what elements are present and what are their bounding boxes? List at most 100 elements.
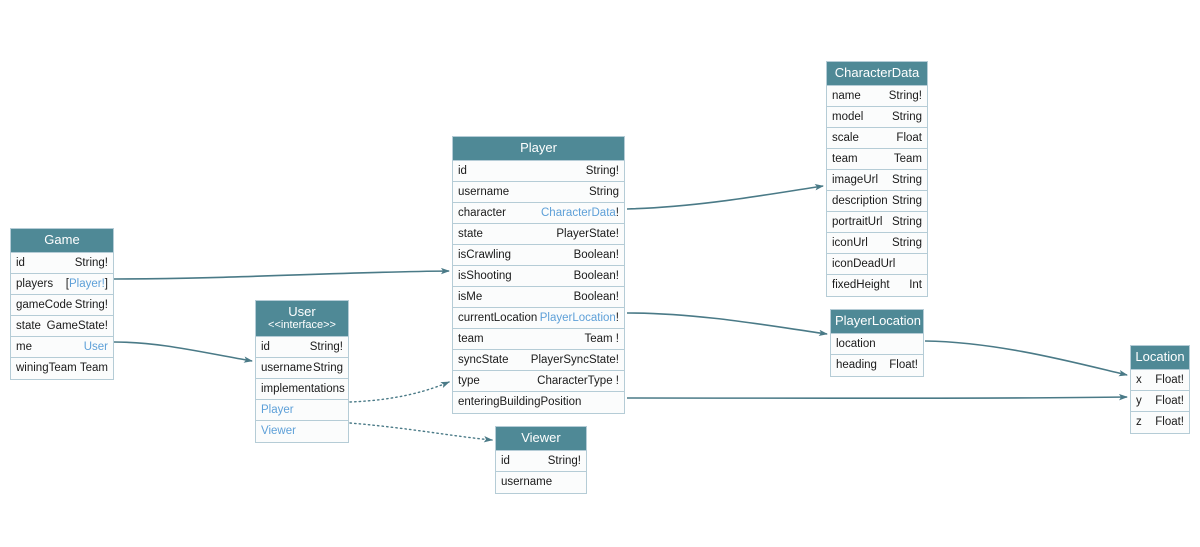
type-bracket-close: ]	[104, 278, 108, 290]
field-row[interactable]: me User	[11, 337, 113, 358]
field-type-link[interactable]: User	[83, 341, 108, 353]
field-type: Int	[909, 279, 922, 291]
field-type: String	[891, 237, 922, 249]
edge-player-enteringbuildingposition-to-location	[626, 393, 1128, 401]
field-type[interactable]: CharacterData!	[541, 203, 619, 223]
field-row[interactable]: iconDeadUrlString	[827, 254, 927, 275]
entity-header-playerlocation: PlayerLocation	[831, 310, 923, 334]
field-row[interactable]: players[Player!]	[11, 274, 113, 295]
field-name: isShooting	[458, 270, 512, 282]
field-row[interactable]: enteringBuildingPositionLocation	[453, 392, 624, 413]
field-row[interactable]: scale Float	[827, 128, 927, 149]
field-row[interactable]: locationLocation!	[831, 334, 923, 355]
entity-playerlocation[interactable]: PlayerLocation locationLocation!headingFl…	[830, 309, 924, 377]
field-type: Team	[893, 153, 922, 165]
field-name: description	[832, 195, 888, 207]
field-row[interactable]: implementations	[256, 379, 348, 400]
entity-name: Viewer	[521, 430, 561, 445]
field-name: syncState	[458, 354, 509, 366]
entity-name: CharacterData	[834, 65, 920, 80]
field-type: String!	[888, 90, 922, 102]
field-name: z	[1136, 416, 1142, 428]
edge-game-players-to-player	[113, 267, 450, 280]
edge-playerlocation-location-to-location	[924, 340, 1128, 377]
field-name: portraitUrl	[832, 216, 883, 228]
field-type: String!	[74, 299, 108, 311]
field-name: id	[16, 257, 25, 269]
field-type[interactable]: PlayerLocation!	[540, 308, 619, 328]
field-type: String!	[74, 257, 108, 269]
field-row[interactable]: id String!	[11, 253, 113, 274]
field-name: imageUrl	[832, 174, 879, 186]
field-name: heading	[836, 359, 877, 371]
field-type: String!	[309, 341, 343, 353]
type-nonnull-marker: !	[615, 312, 619, 324]
field-name: type	[458, 375, 480, 387]
field-type: String!	[585, 165, 619, 177]
field-type: Team !	[584, 333, 619, 345]
type-bracket-open: [	[65, 278, 69, 290]
field-type[interactable]: User	[84, 337, 108, 357]
field-name: y	[1136, 395, 1142, 407]
implementation-row[interactable]: Player	[256, 400, 348, 421]
field-type[interactable]: [Player!]	[66, 274, 108, 294]
entity-name: PlayerLocation	[835, 313, 921, 328]
entity-name: Player	[520, 140, 557, 155]
field-type-link[interactable]: PlayerLocation	[539, 312, 616, 324]
field-type[interactable]: Location	[576, 412, 619, 413]
field-name: scale	[832, 132, 859, 144]
field-type: Boolean!	[573, 249, 619, 261]
field-type: String	[551, 492, 581, 493]
field-type: String	[891, 111, 922, 123]
implementation-row[interactable]: Viewer	[256, 421, 348, 442]
field-name: me	[16, 341, 32, 353]
field-name: currentLocation	[458, 312, 538, 324]
field-type-link[interactable]: CharacterData	[541, 207, 616, 219]
field-type: String!	[547, 455, 581, 467]
field-row[interactable]: id String!	[496, 451, 586, 472]
field-name: isMe	[458, 291, 483, 303]
field-name: id	[501, 455, 510, 467]
entity-header-viewer: Viewer	[496, 427, 586, 451]
field-row[interactable]: team Team	[827, 149, 927, 170]
field-type-link[interactable]: Player!	[69, 278, 105, 290]
field-type: Float	[896, 132, 922, 144]
edge-user-player-implements	[349, 381, 450, 403]
field-name: team	[832, 153, 858, 165]
edge-player-currentlocation-to-playerlocation	[626, 312, 828, 337]
